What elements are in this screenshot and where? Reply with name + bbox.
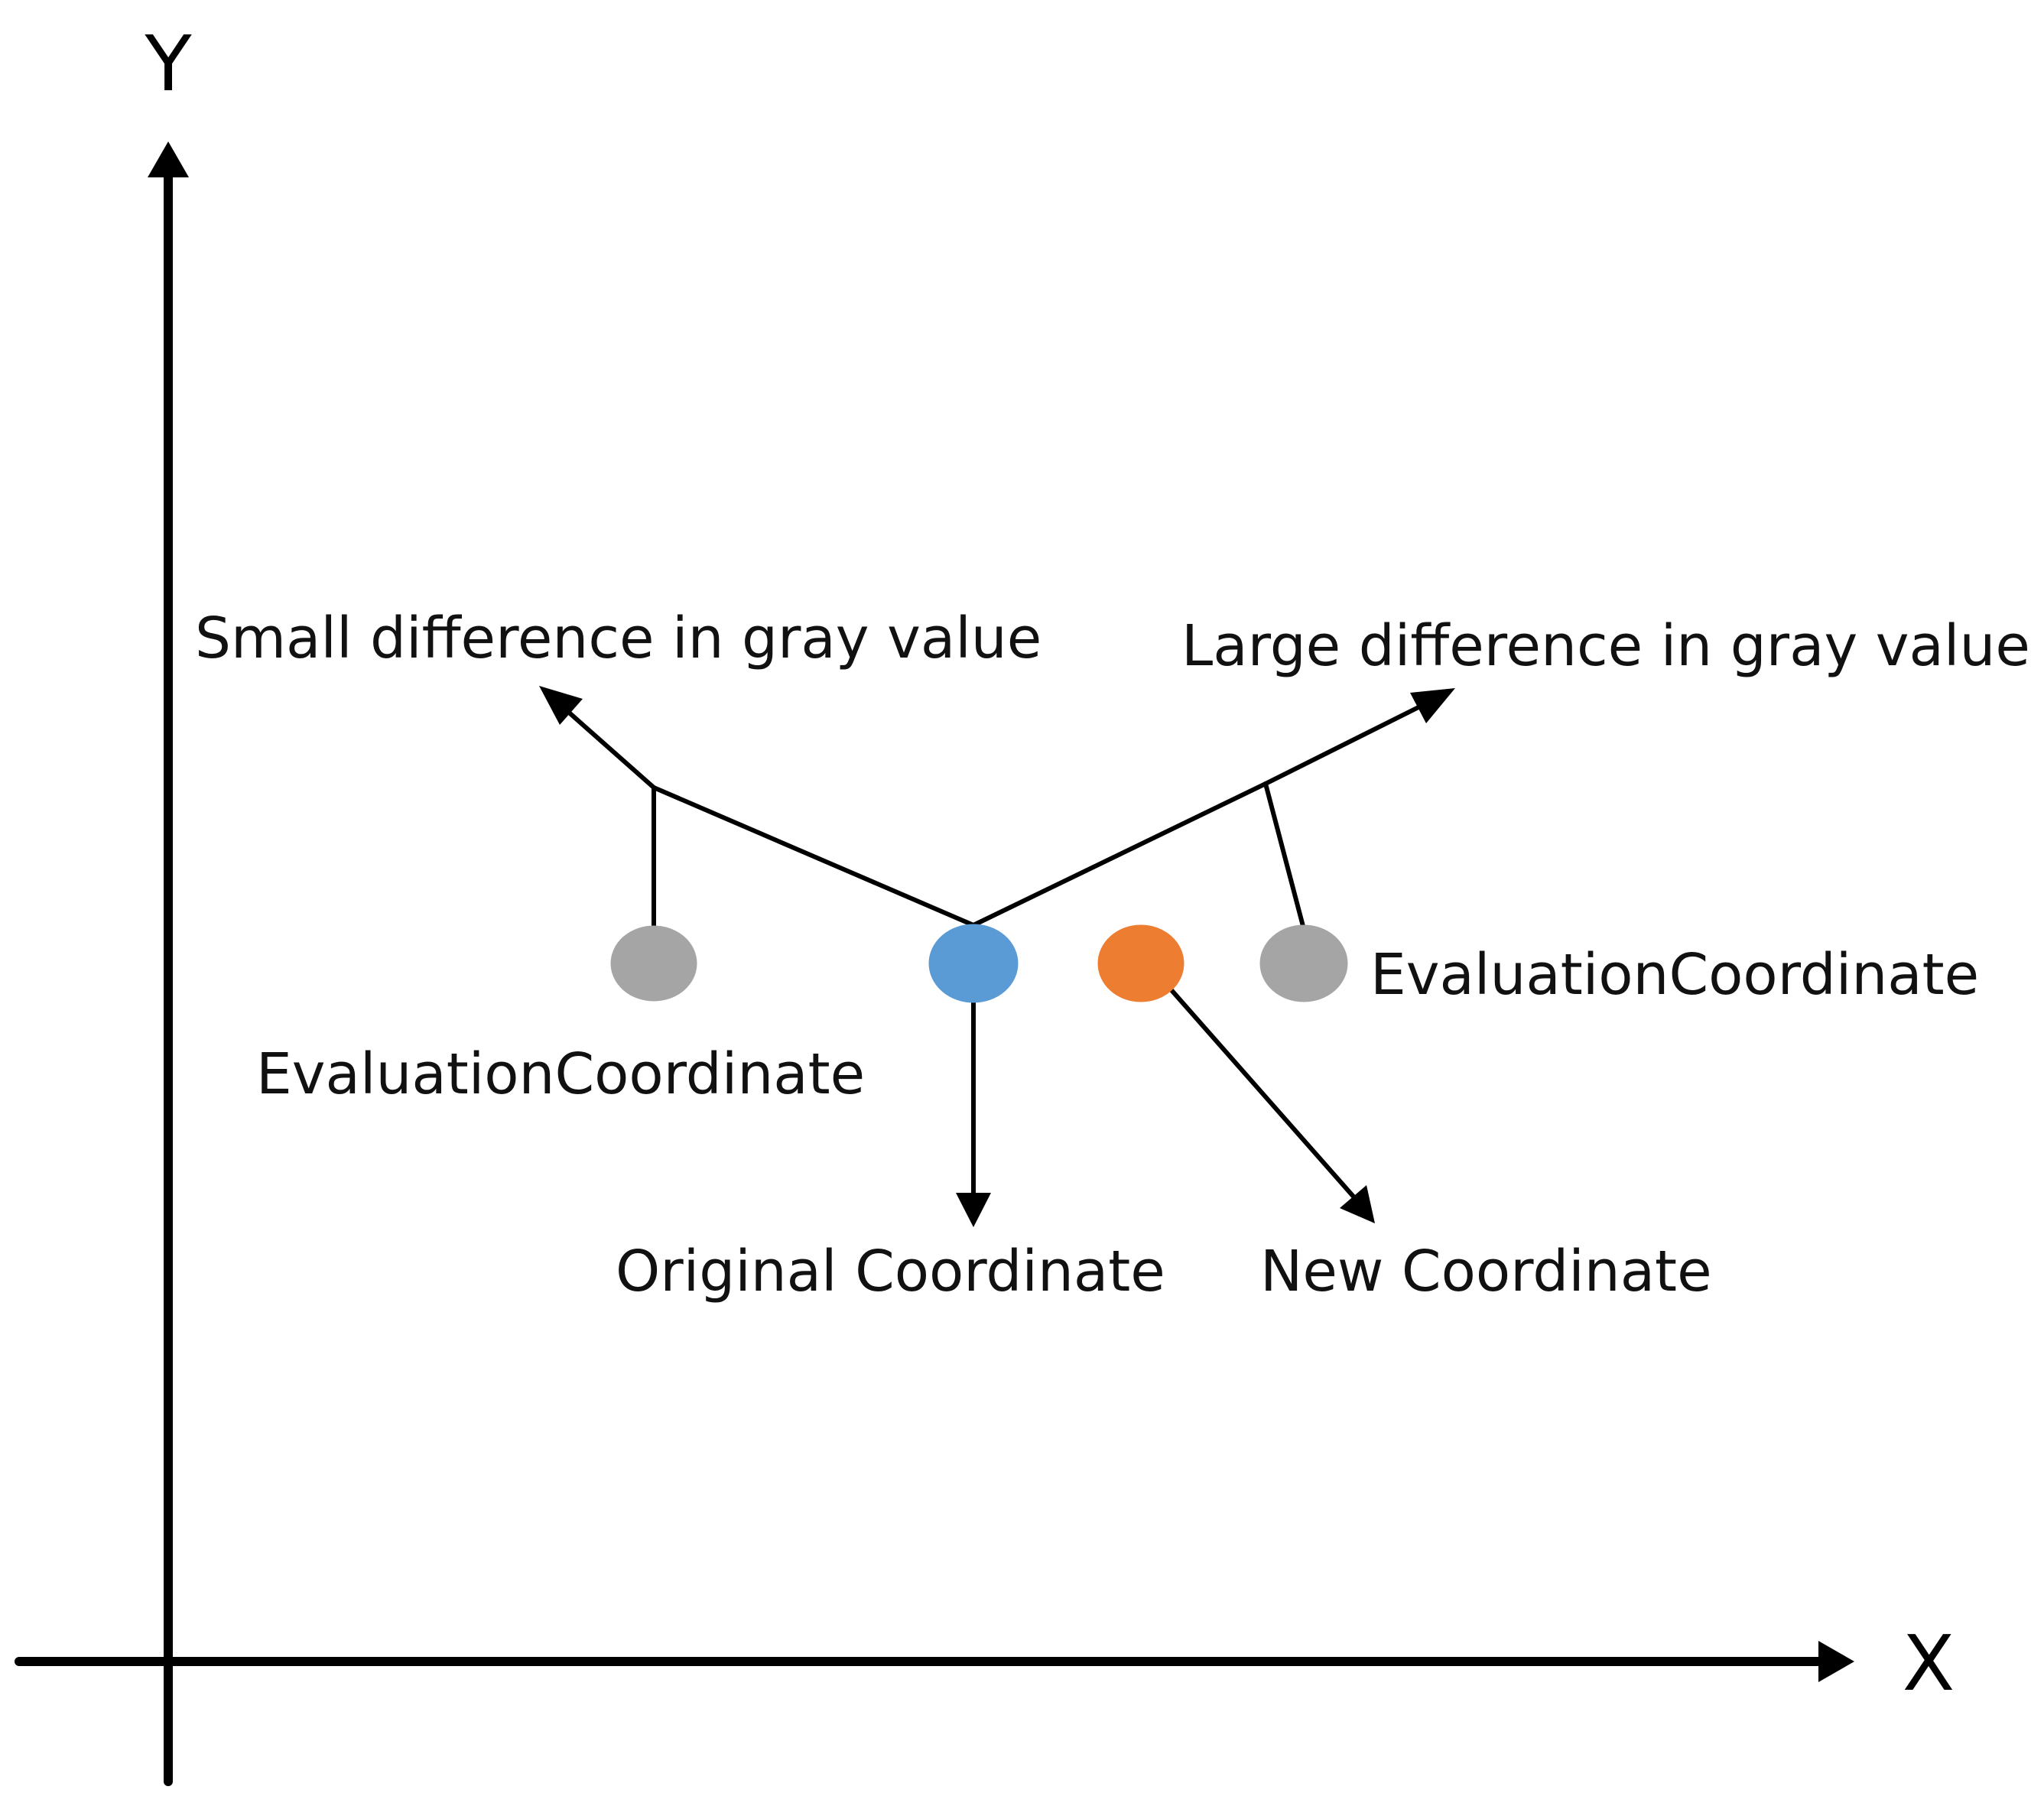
original-coordinate-label: Original Coordinate [616,1239,1165,1304]
large-difference-arrowhead [1410,688,1455,723]
x-axis-arrowhead [1818,1641,1854,1682]
original-point [928,924,1019,1003]
large-difference-pointer-line [1263,705,1421,786]
y-axis-arrowhead [148,141,189,177]
y-axis-label: Y [144,19,192,109]
large-difference-label: Large difference in gray value [1181,613,2030,679]
new-coordinate-arrowhead [1340,1185,1375,1223]
new-coordinate-label: New Coordinate [1260,1239,1712,1304]
original-coordinate-arrowhead [956,1193,991,1227]
right-evaluation-point [1259,924,1348,1002]
evaluation-coordinate-label-left: EvaluationCoordinate [256,1041,865,1107]
small-difference-pointer-line [565,709,656,790]
right-branch-line [971,781,1268,927]
evaluation-coordinate-label-right: EvaluationCoordinate [1370,942,1979,1008]
left-branch-line [652,785,976,927]
x-axis-label: X [1903,1619,1955,1708]
left-evaluation-point [610,925,697,1002]
new-coordinate-pointer-line [1169,988,1356,1199]
right-evaluation-stem [1263,781,1306,931]
small-difference-arrowhead [539,686,583,725]
new-point [1097,924,1184,1002]
small-difference-label: Small difference in gray value [195,606,1041,671]
